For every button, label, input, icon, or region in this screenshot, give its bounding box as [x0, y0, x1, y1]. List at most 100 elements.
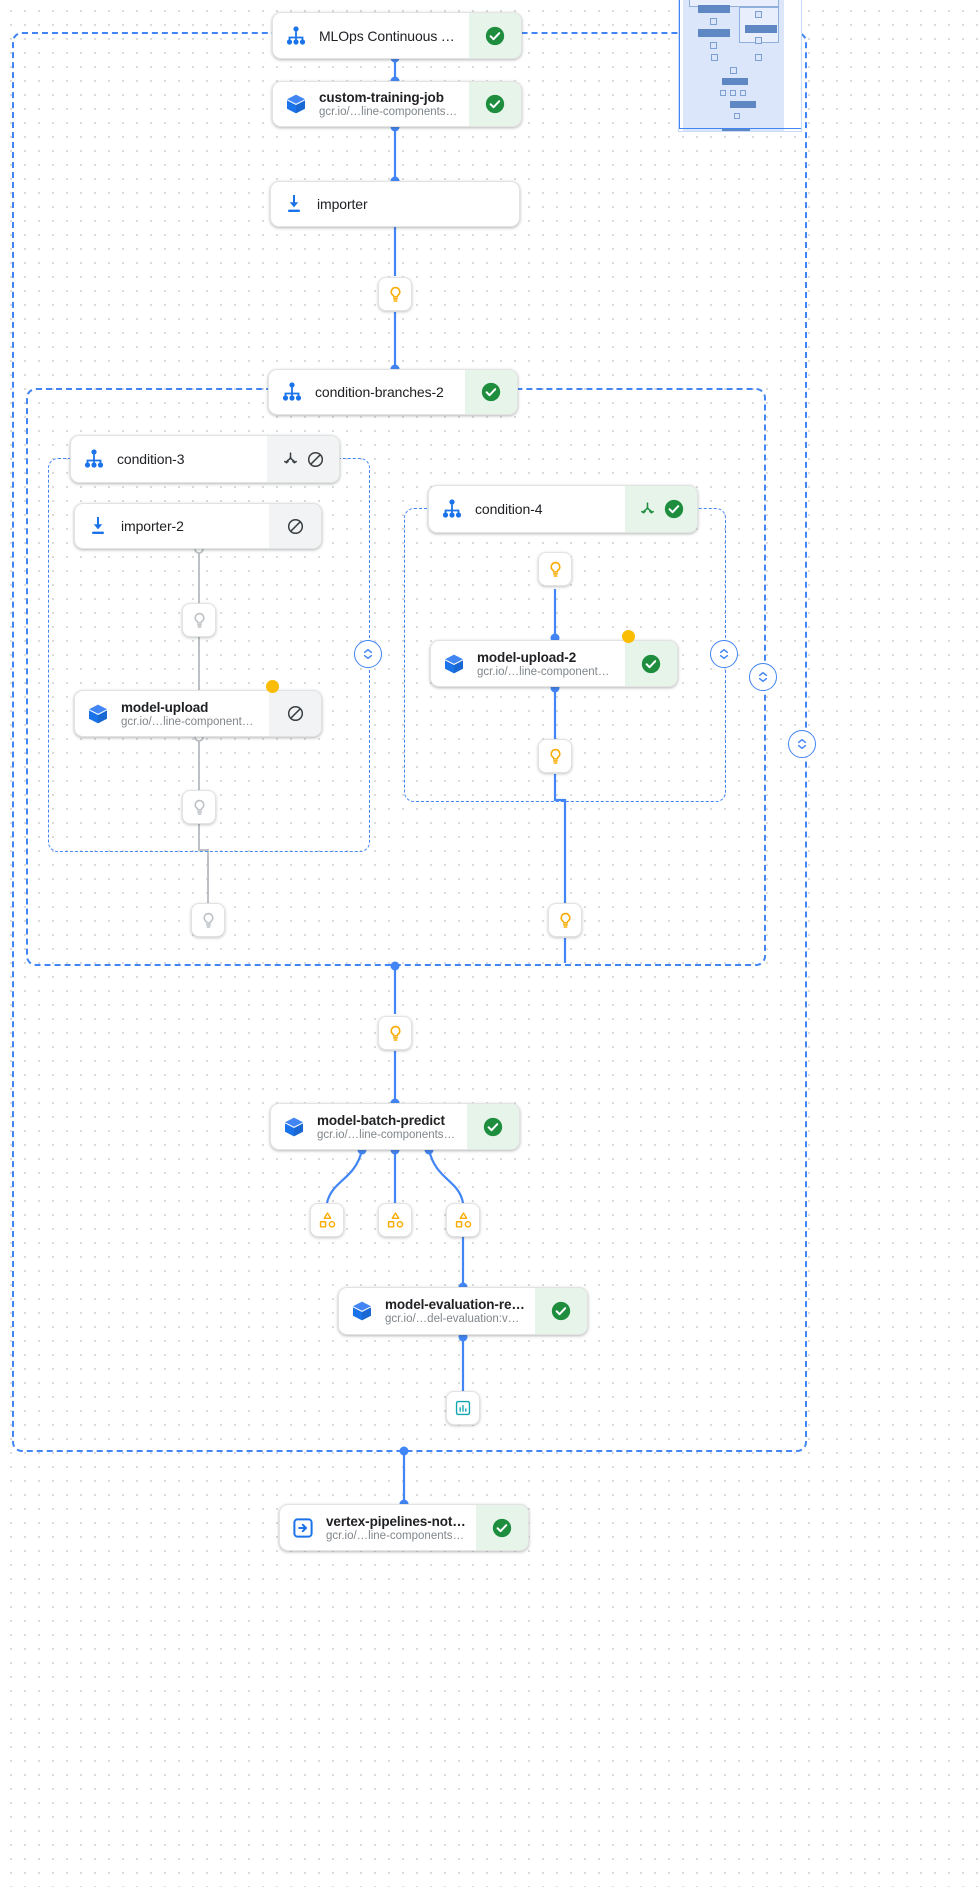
node-label-wrap: condition-3 — [117, 436, 267, 482]
status-badge[interactable] — [269, 504, 321, 548]
artifact-bulb-icon — [390, 1025, 400, 1041]
status-badge[interactable] — [535, 1288, 587, 1334]
minimap-square — [740, 90, 746, 96]
node-condition-branches-2[interactable]: condition-branches-2 — [268, 369, 518, 415]
metrics-chart-icon — [455, 1400, 471, 1416]
graph-minimap[interactable] — [678, 0, 802, 132]
status-badge[interactable] — [467, 1104, 519, 1149]
check-circle-icon — [485, 26, 505, 45]
dataset-icon — [455, 1211, 471, 1228]
dag-root-icon — [273, 13, 319, 58]
node-importer-2[interactable]: importer-2 — [74, 503, 322, 549]
container-component-icon — [339, 1288, 385, 1334]
branch-skip-icon — [284, 451, 297, 463]
node-condition-3[interactable]: condition-3 — [70, 435, 340, 483]
node-model-upload[interactable]: model-upload gcr.io/…line-components:2.6… — [74, 690, 322, 737]
collapse-condition-4-button[interactable] — [710, 640, 738, 668]
node-title: model-batch-predict — [317, 1112, 445, 1128]
node-model-batch-predict[interactable]: model-batch-predict gcr.io/…line-compone… — [270, 1103, 520, 1150]
dataset-icon — [387, 1211, 403, 1228]
collapse-condition-3-button[interactable] — [354, 640, 382, 668]
artifact-condition-4-in[interactable] — [538, 552, 572, 586]
minimap-viewport-indicator[interactable] — [679, 0, 801, 129]
artifact-model-upload-out[interactable] — [182, 790, 216, 824]
dataset-batch-predict-1[interactable] — [310, 1203, 344, 1237]
artifact-bulb-icon — [550, 561, 560, 577]
node-importer[interactable]: importer — [270, 181, 520, 227]
minimap-square — [711, 54, 718, 61]
chevron-collapse-icon — [758, 671, 768, 683]
dag-root-icon — [429, 486, 475, 532]
node-label-wrap: MLOps Continuous Traini… — [319, 13, 469, 58]
artifact-model-upload-2-out[interactable] — [538, 739, 572, 773]
check-circle-icon — [485, 94, 505, 114]
artifact-bulb-icon — [194, 612, 204, 628]
node-model-upload-2[interactable]: model-upload-2 gcr.io/…line-components:2… — [430, 640, 678, 687]
node-title: MLOps Continuous Traini… — [319, 27, 459, 44]
status-badge[interactable] — [469, 13, 521, 58]
node-title: model-evaluation-regres… — [385, 1297, 525, 1312]
metrics-model-evaluation[interactable] — [446, 1391, 480, 1425]
dataset-icon — [319, 1211, 335, 1228]
node-label-wrap: model-upload-2 gcr.io/…line-components:2… — [477, 641, 625, 686]
blocked-circle-icon — [287, 705, 303, 722]
node-title: model-upload-2 — [477, 649, 577, 665]
status-badge[interactable] — [476, 1505, 528, 1550]
artifact-branches-out[interactable] — [378, 1016, 412, 1050]
collapse-outer-button[interactable] — [788, 730, 816, 758]
node-title: vertex-pipelines-notificat… — [326, 1513, 466, 1529]
node-model-evaluation-regression[interactable]: model-evaluation-regres… gcr.io/…del-eva… — [338, 1287, 588, 1335]
artifact-bulb-icon — [194, 799, 204, 815]
check-circle-icon — [641, 654, 661, 673]
status-badge — [467, 182, 519, 226]
blocked-circle-icon — [307, 451, 324, 467]
pending-dot-model-upload — [266, 680, 279, 693]
exit-notification-icon — [280, 1505, 326, 1550]
artifact-condition-4-out[interactable] — [548, 903, 582, 937]
minimap-bar — [698, 5, 730, 13]
status-badge[interactable] — [469, 82, 521, 126]
node-condition-4[interactable]: condition-4 — [428, 485, 698, 533]
collapse-branches-button[interactable] — [749, 663, 777, 691]
node-title: condition-4 — [475, 501, 543, 517]
minimap-bar — [745, 25, 777, 33]
node-label-wrap: vertex-pipelines-notificat… gcr.io/…line… — [326, 1505, 476, 1550]
check-circle-icon — [551, 1301, 571, 1321]
artifact-bulb-icon — [203, 912, 213, 928]
status-badge[interactable] — [267, 436, 339, 482]
node-subtitle: gcr.io/…del-evaluation:v0.9.3 — [385, 1313, 525, 1325]
node-vertex-pipelines-notification[interactable]: vertex-pipelines-notificat… gcr.io/…line… — [279, 1504, 529, 1551]
chevron-collapse-icon — [363, 648, 373, 660]
node-subtitle: gcr.io/…line-components:2.6.0 — [121, 715, 259, 728]
status-badge[interactable] — [465, 370, 517, 414]
node-mlops-continuous-training[interactable]: MLOps Continuous Traini… — [272, 12, 522, 59]
node-custom-training-job[interactable]: custom-training-job gcr.io/…line-compone… — [272, 81, 522, 127]
container-component-icon — [273, 82, 319, 126]
dataset-batch-predict-3[interactable] — [446, 1203, 480, 1237]
node-label-wrap: condition-4 — [475, 486, 625, 532]
minimap-square — [755, 37, 762, 44]
minimap-bar — [722, 78, 748, 85]
status-badge[interactable] — [269, 691, 321, 736]
node-subtitle: gcr.io/…line-components:2.6.0 — [319, 106, 459, 118]
artifact-bulb-icon — [550, 748, 560, 764]
artifact-condition-3-out[interactable] — [191, 903, 225, 937]
dag-root-icon — [71, 436, 117, 482]
minimap-square — [730, 67, 737, 74]
node-title: custom-training-job — [319, 90, 444, 105]
node-title: condition-branches-2 — [315, 384, 444, 400]
artifact-importer-2-out[interactable] — [182, 603, 216, 637]
container-component-icon — [431, 641, 477, 686]
check-circle-icon — [492, 1518, 512, 1537]
artifact-model-importer[interactable] — [378, 277, 412, 311]
status-badge[interactable] — [625, 641, 677, 686]
minimap-bar — [730, 101, 756, 108]
check-circle-icon — [483, 1117, 503, 1136]
dataset-batch-predict-2[interactable] — [378, 1203, 412, 1237]
status-badge[interactable] — [625, 486, 697, 532]
minimap-bar — [722, 128, 750, 131]
minimap-square — [734, 113, 740, 119]
minimap-square — [730, 90, 736, 96]
node-label-wrap: condition-branches-2 — [315, 370, 465, 414]
